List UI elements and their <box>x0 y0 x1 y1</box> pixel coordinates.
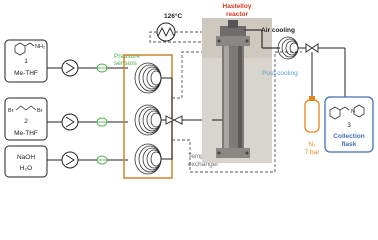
reservoir-3-line1: NaOH <box>17 154 35 161</box>
coil-1 <box>134 62 162 94</box>
pump-2 <box>61 113 79 131</box>
nitrogen-label-line1: N₂ <box>308 141 316 148</box>
collection-label-line2: flask <box>342 141 357 148</box>
outlet-valve-icon <box>305 43 319 53</box>
flow-diagram-svg: NH₂ 1 Me-THF Br Br 2 Me-THF NaOH H₂O <box>4 3 374 179</box>
reservoir-3-line2: H₂O <box>20 165 32 172</box>
reactor-title-line1: Hastelloy <box>223 3 252 10</box>
reactor-title-line2: reactor <box>226 11 249 18</box>
pump-3 <box>61 151 79 169</box>
coil-3 <box>134 143 162 175</box>
post-cooling-label: Post-cooling <box>262 70 298 77</box>
pressure-sensors-label-line2: sensors <box>114 60 138 67</box>
pressure-sensor-2 <box>96 117 108 127</box>
heater-icon <box>156 22 176 42</box>
temperature-exchanger-label-line2: exchanger <box>188 161 219 168</box>
bromide-right-label: Br <box>37 108 43 114</box>
pump-1 <box>61 59 79 77</box>
nitrogen-cylinder <box>304 96 320 133</box>
pressure-sensor-3 <box>96 155 108 165</box>
reservoir-1-number: 1 <box>24 58 28 65</box>
amine-group-label: NH₂ <box>35 44 45 50</box>
heater-lines <box>149 31 202 43</box>
temperature-loop <box>172 51 302 173</box>
flow-diagram: NH₂ 1 Me-THF Br Br 2 Me-THF NaOH H₂O <box>4 3 374 179</box>
nitrogen-label-line2: 7 bar <box>305 149 321 156</box>
reservoir-2-solvent: Me-THF <box>14 130 38 137</box>
mixing-valve-icon <box>165 115 183 125</box>
collection-label-line1: Collection <box>333 133 364 140</box>
reservoir-1: NH₂ 1 Me-THF <box>4 39 48 83</box>
air-cooling-coil <box>277 36 299 60</box>
pressure-sensors-label-line1: Pressure <box>114 53 140 60</box>
product-nitrogen-atom: N <box>351 109 355 115</box>
reservoir-2-number: 2 <box>24 118 28 125</box>
mixer-lines <box>161 77 212 160</box>
collection-flask: N 3 Collection flask <box>324 96 374 153</box>
reactor-photo <box>202 18 280 163</box>
reservoir-3: NaOH H₂O <box>4 145 48 178</box>
feed-lines <box>47 67 128 161</box>
reactor-temperature: 126°C <box>164 12 182 20</box>
pressure-sensor-1 <box>96 63 108 73</box>
outlet-lines <box>298 47 346 100</box>
collection-number: 3 <box>347 122 351 129</box>
dibromoalkane-chain <box>15 105 37 111</box>
benzylamine-structure <box>14 42 35 56</box>
coil-2 <box>134 104 162 136</box>
reservoir-2: Br Br 2 Me-THF <box>4 97 48 141</box>
product-structure <box>329 104 365 120</box>
bromide-left-label: Br <box>8 108 14 114</box>
air-cooling-label: Air cooling <box>261 27 295 34</box>
reservoir-1-solvent: Me-THF <box>14 70 38 77</box>
